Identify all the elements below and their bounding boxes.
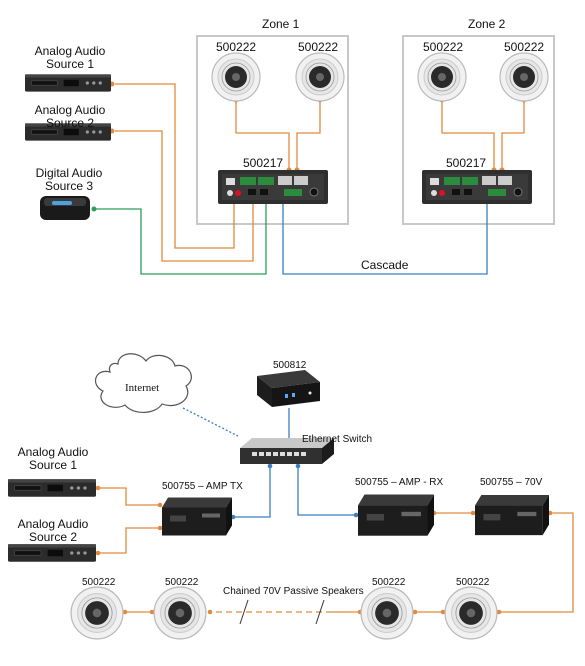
- zone-2-box: [402, 35, 555, 225]
- speaker-code-label: 500222: [298, 40, 339, 54]
- media-player-icon: [25, 73, 111, 93]
- speaker-code-label: 500222: [504, 40, 545, 54]
- receiver-icon: [218, 170, 328, 204]
- speaker-code-label: 500222: [423, 40, 464, 54]
- speaker-code-label: 500222: [372, 577, 406, 588]
- internet-label: Internet: [125, 382, 160, 394]
- source-2-line-1: Analog Audio: [34, 103, 106, 117]
- ceiling-speaker-icon: [295, 52, 345, 102]
- bottom-source-2-line-2: Source 2: [28, 530, 78, 544]
- streamer-icon: [40, 196, 90, 220]
- amplifier-icon: [475, 494, 549, 536]
- ceiling-speaker-icon: [211, 52, 261, 102]
- amp-70v-label: 500755 – 70V: [480, 477, 543, 488]
- ceiling-speaker-icon: [70, 586, 124, 640]
- bottom-source-1-label: Analog Audio Source 1: [13, 446, 93, 472]
- speaker-code-label: 500222: [82, 577, 116, 588]
- bottom-source-1-line-1: Analog Audio: [17, 445, 89, 459]
- source-3-line-2: Source 3: [44, 179, 94, 193]
- ceiling-speaker-icon: [499, 52, 549, 102]
- mini-pc-icon: [257, 370, 320, 407]
- amplifier-icon: [162, 497, 232, 536]
- zone-1-box: [196, 35, 349, 225]
- source-2-line-2: Source 2: [45, 116, 95, 130]
- bottom-source-2-line-1: Analog Audio: [17, 517, 89, 531]
- controller-code-label: 500812: [273, 360, 307, 371]
- switch-label: Ethernet Switch: [302, 434, 373, 445]
- ceiling-speaker-icon: [153, 586, 207, 640]
- source-3-line-1: Digital Audio: [35, 166, 103, 180]
- amplifier-icon: [358, 494, 434, 536]
- source-1-line-2: Source 1: [45, 57, 95, 71]
- bottom-source-2-label: Analog Audio Source 2: [13, 518, 93, 544]
- amp-rx-label: 500755 – AMP - RX: [355, 477, 444, 488]
- speaker-code-label: 500222: [456, 577, 490, 588]
- speaker-code-label: 500222: [165, 577, 199, 588]
- receiver-icon: [422, 170, 532, 204]
- chain-label: Chained 70V Passive Speakers: [223, 586, 364, 597]
- ceiling-speaker-icon: [360, 586, 414, 640]
- cloud-icon: [94, 353, 192, 413]
- source-1-label: Analog Audio Source 1: [30, 45, 110, 71]
- ceiling-speaker-icon: [417, 52, 467, 102]
- zone-2-title: Zone 2: [468, 17, 506, 31]
- bottom-source-1-line-2: Source 1: [28, 458, 78, 472]
- source-2-label: Analog Audio Source 2: [30, 104, 110, 130]
- media-player-icon: [8, 478, 96, 498]
- receiver-code-label: 500217: [446, 156, 487, 170]
- source-1-line-1: Analog Audio: [34, 44, 106, 58]
- cascade-label: Cascade: [361, 258, 409, 272]
- network-switch-icon: [240, 438, 334, 464]
- amp-tx-label: 500755 – AMP TX: [162, 481, 243, 492]
- receiver-code-label: 500217: [243, 156, 284, 170]
- speaker-code-label: 500222: [216, 40, 257, 54]
- zone-1-title: Zone 1: [262, 17, 300, 31]
- media-player-icon: [8, 543, 96, 563]
- ceiling-speaker-icon: [444, 586, 498, 640]
- source-3-label: Digital Audio Source 3: [28, 167, 110, 193]
